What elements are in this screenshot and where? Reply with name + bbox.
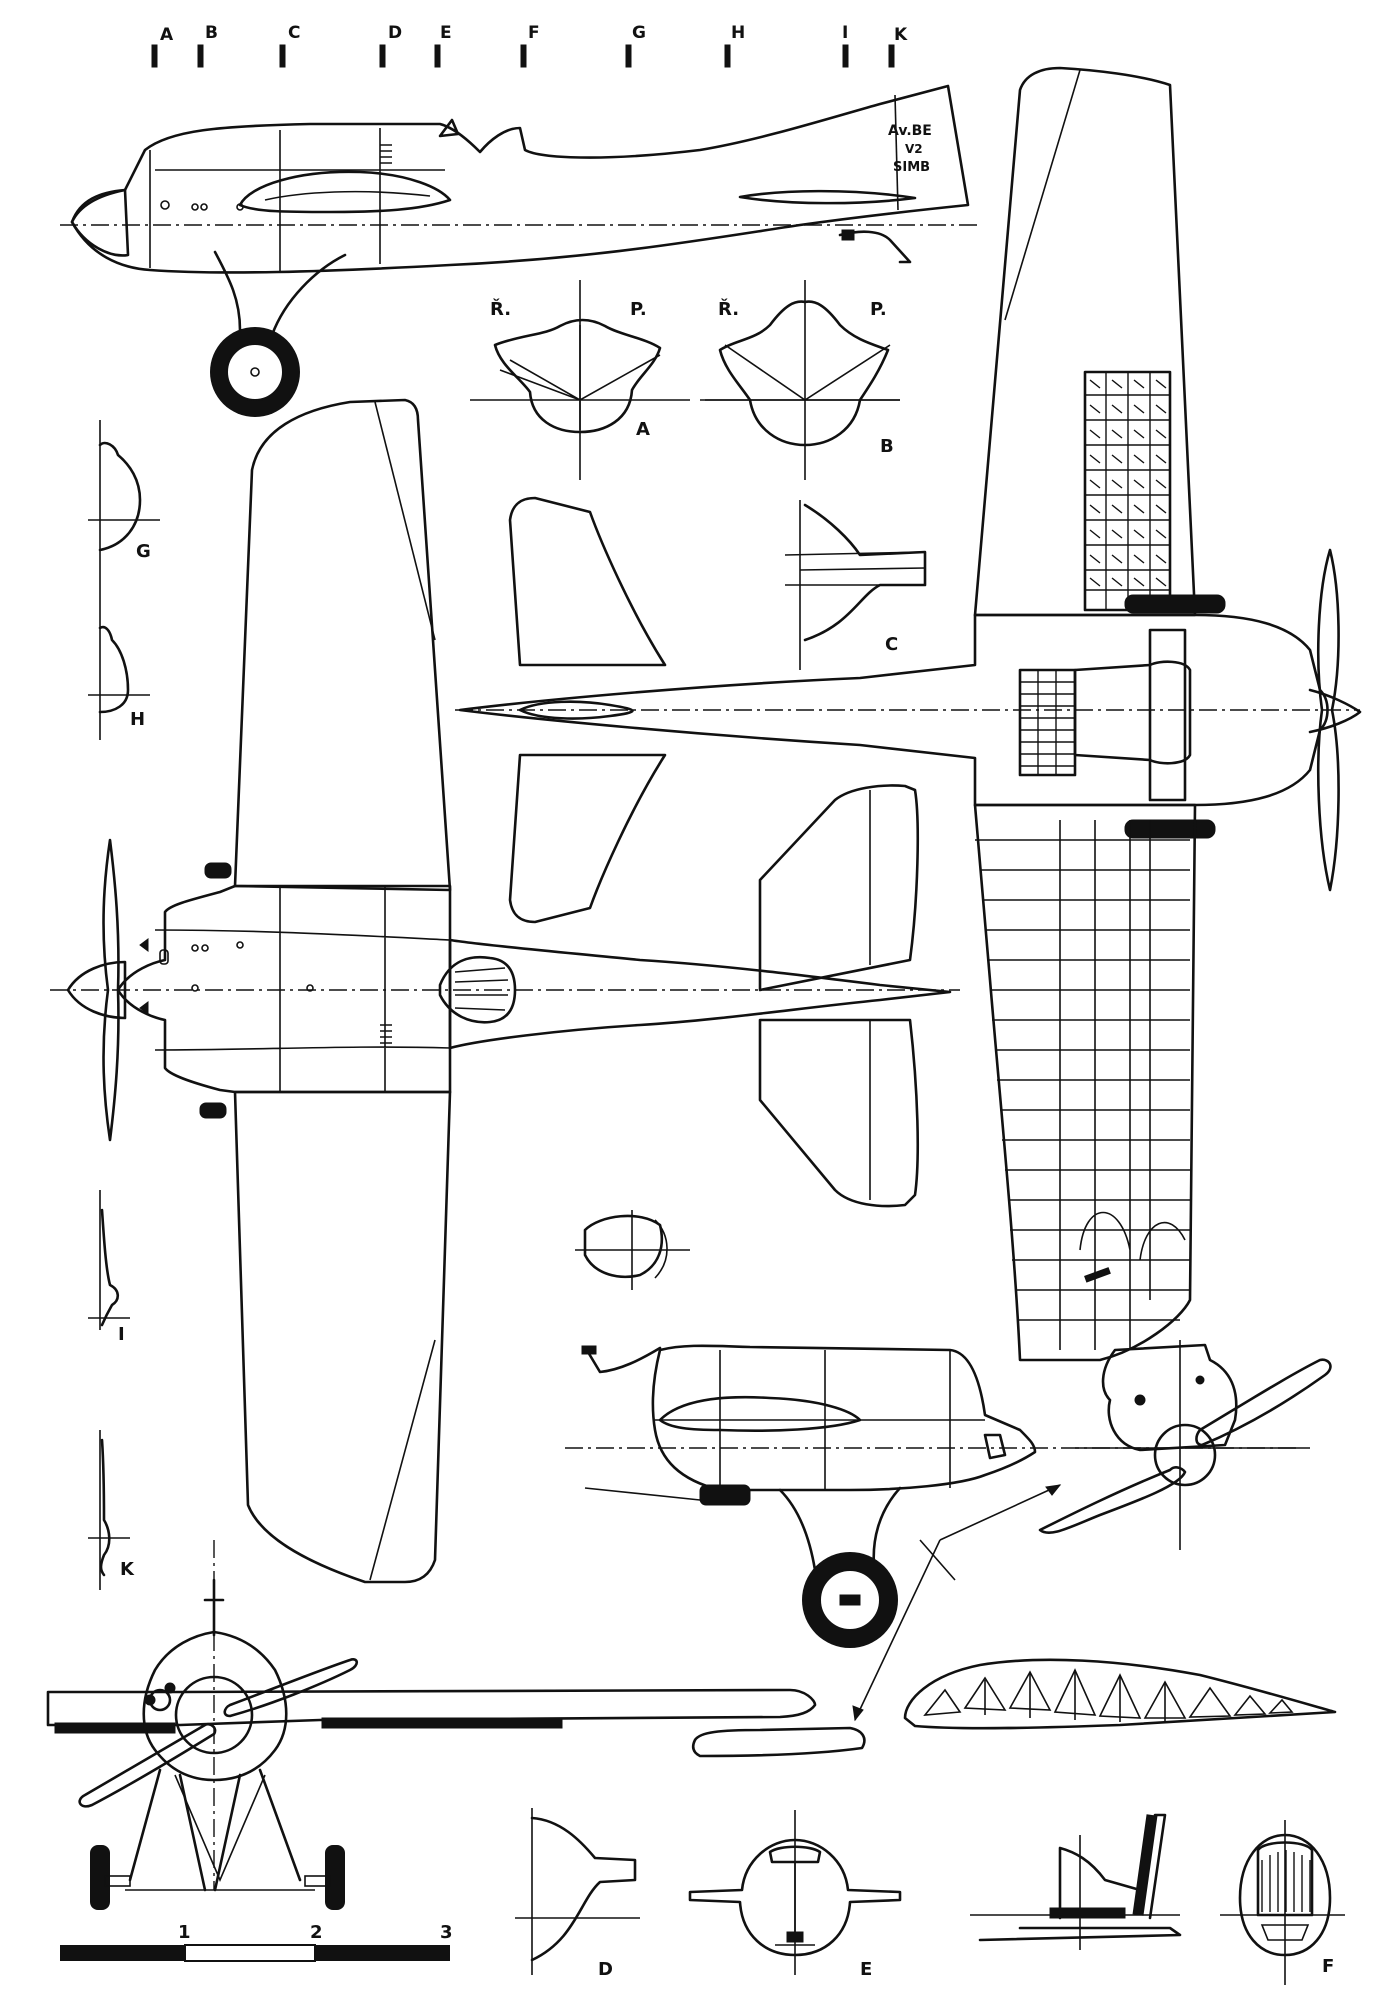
radiator bbox=[1083, 370, 1172, 612]
station-label: I bbox=[842, 23, 848, 43]
section-C: C bbox=[784, 500, 927, 670]
section-label-D: D bbox=[598, 1959, 613, 1980]
section-side-left: Ř. bbox=[718, 298, 739, 320]
station-label: C bbox=[288, 23, 300, 43]
station-label: D bbox=[388, 23, 402, 43]
section-F: F bbox=[1220, 1820, 1345, 1985]
section-label-K: K bbox=[120, 1559, 135, 1580]
section-label-C: C bbox=[885, 634, 898, 655]
section-E: E bbox=[688, 1810, 902, 1980]
scale-tick: 3 bbox=[440, 1922, 453, 1943]
section-side-right: P. bbox=[870, 299, 887, 320]
section-label-E: E bbox=[860, 1959, 872, 1980]
section-label-G: G bbox=[136, 541, 151, 562]
underside-view bbox=[455, 66, 1362, 1362]
section-I: I bbox=[88, 1190, 130, 1345]
station-label: G bbox=[632, 23, 646, 43]
station-markers: A B C D E F G H I K bbox=[151, 23, 908, 68]
station-label: H bbox=[731, 23, 745, 43]
station-label: A bbox=[160, 25, 174, 45]
scale-bar: 1 2 3 bbox=[60, 1922, 453, 1962]
plan-view bbox=[50, 398, 960, 1584]
section-B: Ř. P. B bbox=[700, 280, 900, 480]
section-label-H: H bbox=[130, 709, 145, 730]
section-H: H bbox=[88, 625, 150, 730]
scale-tick: 1 bbox=[178, 1922, 191, 1943]
registration-line: SIMB bbox=[893, 160, 930, 175]
section-G: G bbox=[88, 420, 160, 740]
station-label: B bbox=[205, 23, 218, 43]
section-label-F: F bbox=[1322, 1956, 1334, 1977]
registration-line: Av.BE bbox=[888, 123, 932, 139]
section-label-I: I bbox=[118, 1324, 125, 1345]
aileron-detail bbox=[691, 1726, 866, 1758]
section-side-left: Ř. bbox=[490, 298, 511, 320]
engine-front-view bbox=[1038, 1340, 1332, 1550]
cowling-detail-view bbox=[565, 1344, 1300, 1722]
wing-rib-profile bbox=[903, 1658, 1337, 1730]
section-label-B: B bbox=[880, 436, 894, 457]
scale-tick: 2 bbox=[310, 1922, 323, 1943]
cockpit-side-detail bbox=[970, 1813, 1182, 1950]
section-label-A: A bbox=[636, 419, 650, 440]
section-A: Ř. P. A bbox=[470, 280, 690, 480]
section-D: D bbox=[515, 1808, 640, 1980]
front-view bbox=[46, 1540, 817, 1910]
side-view: Av.BE V2 SIMB bbox=[60, 84, 980, 417]
station-label: F bbox=[528, 23, 540, 43]
registration-line: V2 bbox=[905, 142, 923, 156]
section-K: K bbox=[88, 1430, 135, 1590]
tail-section bbox=[575, 1210, 690, 1290]
section-side-right: P. bbox=[630, 299, 647, 320]
station-label: E bbox=[440, 23, 452, 43]
station-label: K bbox=[894, 25, 908, 45]
